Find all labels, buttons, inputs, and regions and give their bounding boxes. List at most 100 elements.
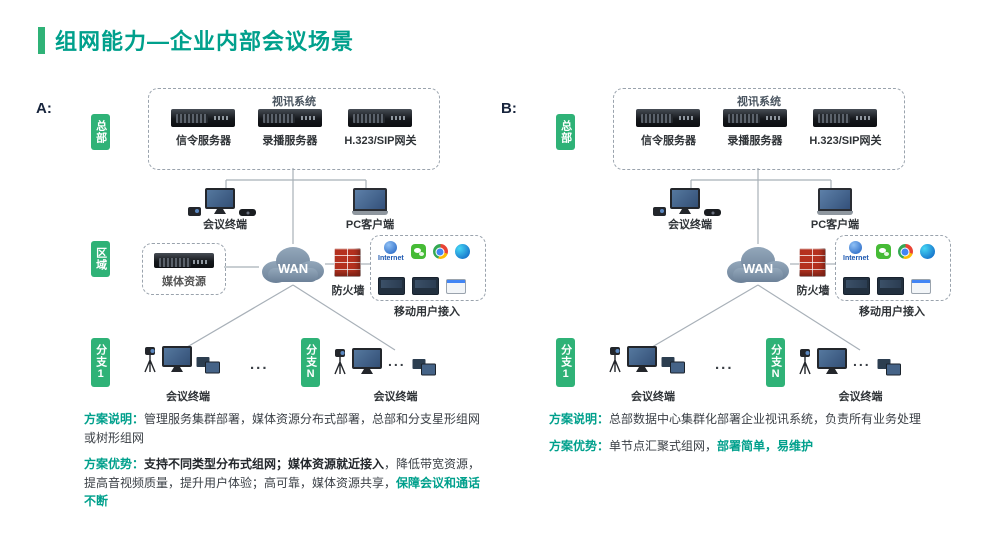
scheme-advantages-label: 方案优势： [84,457,145,472]
server-row: 信令服务器 录播服务器 H.323/SIP网关 [614,109,904,148]
ellipsis: ... [853,353,871,369]
video-system-title: 视讯系统 [272,96,316,108]
dual-screen-icon [877,359,901,376]
pill-branch1: 分支1 [91,338,110,387]
diagram-a: A: 总部 区域 分支1 分支N 视讯系统 信令服务器 录播服务器 H.323/… [30,88,495,540]
branchN-terminal-label: 会议终端 [373,391,418,403]
server-gateway: H.323/SIP网关 [344,109,417,148]
internet-icon: Internet [843,241,869,262]
video-call-thumbnail [843,277,870,295]
dual-screen-icon [196,357,220,374]
scheme-advantages: 方案优势：支持不同类型分布式组网；媒体资源就近接入，降低带宽资源，提高音视频质量… [84,455,490,511]
internet-label: Internet [378,255,404,262]
browser-window-icon [911,278,931,294]
scheme-advantages-teal: 保障会议和通话不断 [84,475,481,509]
server-signaling: 信令服务器 [171,109,236,148]
video-call-thumbnail [378,277,405,295]
slide-header: 组网能力—企业内部会议场景 [38,24,354,56]
scheme-advantages-text: ，降低带宽资源，提高音视频质量，提升用户体验；高可靠，媒体资源共享， [84,457,481,490]
server-icon [257,109,322,127]
scheme-advantages: 方案优势：单节点汇聚式组网，部署简单，易维护 [549,437,955,456]
globe-icon [849,241,863,254]
server-row: 信令服务器 录播服务器 H.323/SIP网关 [149,109,439,148]
server-label: 录播服务器 [727,135,783,147]
server-recording: 录播服务器 [257,109,322,148]
ellipsis: ... [250,356,269,373]
conference-terminal-icons [653,188,721,216]
branch1-terminal-label: 会议终端 [631,391,675,403]
branch1-terminal-label: 会议终端 [166,391,210,403]
scheme-description: 方案说明：管理服务集群部署，媒体资源分布式部署，总部和分支星形组网或树形组网 [84,410,490,447]
firewall-icon [799,248,826,277]
branchN-terminals: ... [797,346,901,376]
browser-window-icon [446,278,466,294]
video-system-title: 视讯系统 [737,96,781,108]
firewall-label: 防火墙 [331,285,365,297]
server-icon [348,109,413,127]
camera-icon [188,207,201,216]
monitor-icon [627,346,657,367]
scheme-description-label: 方案说明： [84,412,145,426]
diagram-a-label: A: [36,100,52,117]
tripod-camera-icon [609,347,621,373]
scheme-advantages-teal: 部署简单，易维护 [717,438,814,453]
pc-client-label: PC客户端 [345,219,395,231]
page-title: 组网能力—企业内部会议场景 [55,29,355,54]
server-label: H.323/SIP网关 [809,135,882,147]
mobile-access-label: 移动用户接入 [859,306,925,318]
server-gateway: H.323/SIP网关 [809,109,882,148]
internet-label: Internet [843,255,869,262]
wan-cloud: WAN [256,242,330,293]
tripod-camera-icon [144,347,156,373]
branchN-terminal-label: 会议终端 [838,391,883,403]
diagram-b: B: 总部 分支1 分支N 视讯系统 信令服务器 录播服务器 H.323/SIP… [495,88,960,540]
branch1-terminals [607,346,685,374]
monitor-icon [817,348,847,369]
edge-icon [454,244,470,259]
monitor-icon [205,188,235,209]
laptop-icon [817,188,853,215]
server-signaling: 信令服务器 [636,109,701,148]
server-label: 信令服务器 [640,135,696,147]
scheme-description-text: 管理服务集群部署，媒体资源分布式部署，总部和分支星形组网或树形组网 [84,412,481,445]
monitor-icon [670,188,700,209]
wechat-icon [410,244,426,259]
wechat-icon [875,244,891,259]
conference-terminal-icons [188,188,256,216]
laptop-screen [353,188,387,211]
title-accent-bar [38,26,45,54]
scheme-text-a: 方案说明：管理服务集群部署，媒体资源分布式部署，总部和分支星形组网或树形组网 方… [84,410,490,519]
server-recording: 录播服务器 [722,109,787,148]
media-resource-box: 媒体资源 [142,243,226,295]
dual-screen-icon [412,359,436,376]
pill-branch1: 分支1 [556,338,575,387]
pill-branchN: 分支N [301,338,320,387]
server-label: 录播服务器 [262,135,318,147]
video-call-thumbnail [877,277,904,295]
mobile-access-icons: Internet [371,236,485,300]
tripod-camera-icon [334,349,346,375]
media-server-icon [154,253,214,268]
scheme-text-b: 方案说明：总部数据中心集群化部署企业视讯系统，负责所有业务处理 方案优势：单节点… [549,410,955,463]
edge-icon [919,244,935,259]
laptop-base [817,211,853,215]
pc-client-label: PC客户端 [810,219,860,231]
mobile-access-box: Internet [370,235,486,301]
tripod-camera-icon [799,349,811,375]
video-system-box: 视讯系统 信令服务器 录播服务器 H.323/SIP网关 [148,88,440,170]
pill-branchN: 分支N [766,338,785,387]
dual-screen-icon [661,357,685,374]
pill-headquarters: 总部 [91,114,110,150]
media-resource-label: 媒体资源 [162,276,206,288]
monitor-icon [162,346,192,367]
server-icon [636,109,701,127]
mobile-access-icons: Internet [836,236,950,300]
wan-cloud: WAN [721,242,795,293]
video-call-thumbnail [412,277,439,295]
chrome-icon [432,244,448,259]
globe-icon [384,241,398,254]
pill-headquarters: 总部 [556,114,575,150]
scheme-description-text: 总部数据中心集群化部署企业视讯系统，负责所有业务处理 [609,412,922,426]
server-icon [813,109,878,127]
scheme-advantages-text: 单节点汇聚式组网， [609,438,718,453]
